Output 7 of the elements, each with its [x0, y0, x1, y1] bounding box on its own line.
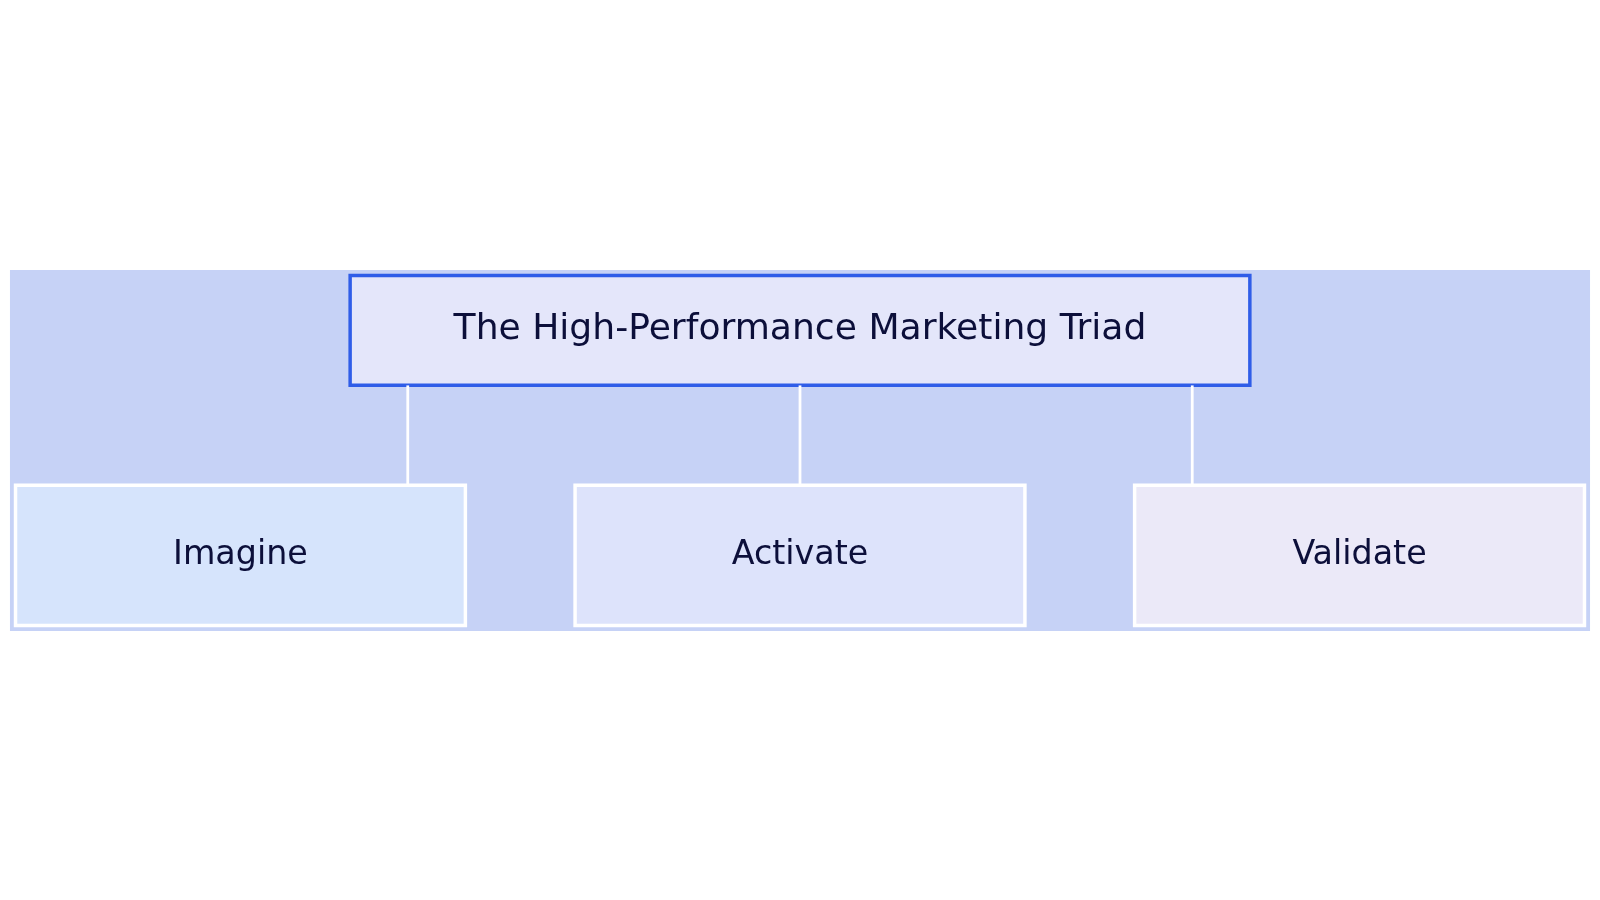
- node-box: Validate: [1132, 482, 1587, 627]
- node-box: Activate: [573, 482, 1027, 627]
- connector: [798, 384, 802, 485]
- node-box: Imagine: [13, 482, 468, 627]
- connector: [406, 384, 410, 485]
- connector: [1190, 384, 1194, 485]
- node-box: The High-Performance Marketing Triad: [348, 273, 1252, 387]
